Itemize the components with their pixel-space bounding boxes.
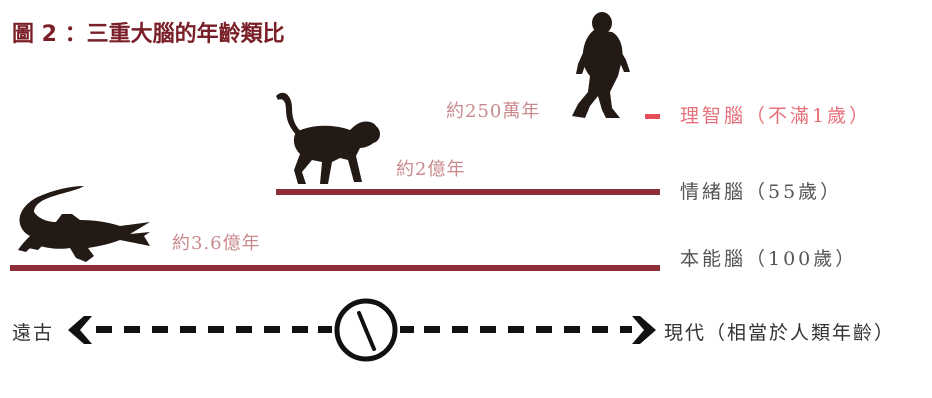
crocodile-icon: [18, 186, 150, 262]
right-arrow-icon: [632, 316, 656, 344]
bar-emotional-brain: [276, 189, 660, 195]
timeline-dash: [592, 326, 608, 333]
timeline-dash: [96, 326, 112, 333]
timeline-dash: [564, 326, 580, 333]
timeline-left-label: 遠古: [12, 322, 55, 344]
brain-label-rational: 理智腦（不滿1歲）: [680, 105, 872, 127]
timeline-dash: [424, 326, 440, 333]
monkey-icon: [276, 92, 380, 184]
timeline-dash: [152, 326, 168, 333]
timeline-dash: [620, 326, 632, 333]
timeline-right-label: 現代（相當於人類年齡）: [664, 322, 896, 344]
timeline-dash: [292, 326, 308, 333]
timeline-dash: [536, 326, 552, 333]
bar-instinct-brain: [10, 265, 660, 271]
timeline-dash: [400, 326, 414, 333]
brain-label-emotional: 情緒腦（55歲）: [680, 181, 843, 203]
human-ancestor-icon: [572, 12, 630, 118]
timeline-dash: [236, 326, 252, 333]
clock-icon: [334, 298, 398, 362]
era-label-emotional: 約2億年: [396, 159, 466, 180]
timeline-dash: [508, 326, 524, 333]
figure-title: 圖 2 ：三重大腦的年齡類比: [12, 22, 285, 47]
era-label-instinct: 約3.6億年: [172, 233, 261, 254]
timeline-dash: [208, 326, 224, 333]
timeline-arrow: [68, 316, 656, 344]
era-label-rational: 約250萬年: [446, 101, 541, 122]
timeline-dash: [318, 326, 332, 333]
timeline-dash: [124, 326, 140, 333]
timeline-dash: [480, 326, 496, 333]
brain-label-instinct: 本能腦（100歲）: [680, 248, 858, 270]
timeline-dash: [452, 326, 468, 333]
timeline-dash: [264, 326, 280, 333]
timeline-dash: [180, 326, 196, 333]
bar-rational-brain: [645, 114, 660, 119]
left-arrow-icon: [68, 316, 92, 344]
